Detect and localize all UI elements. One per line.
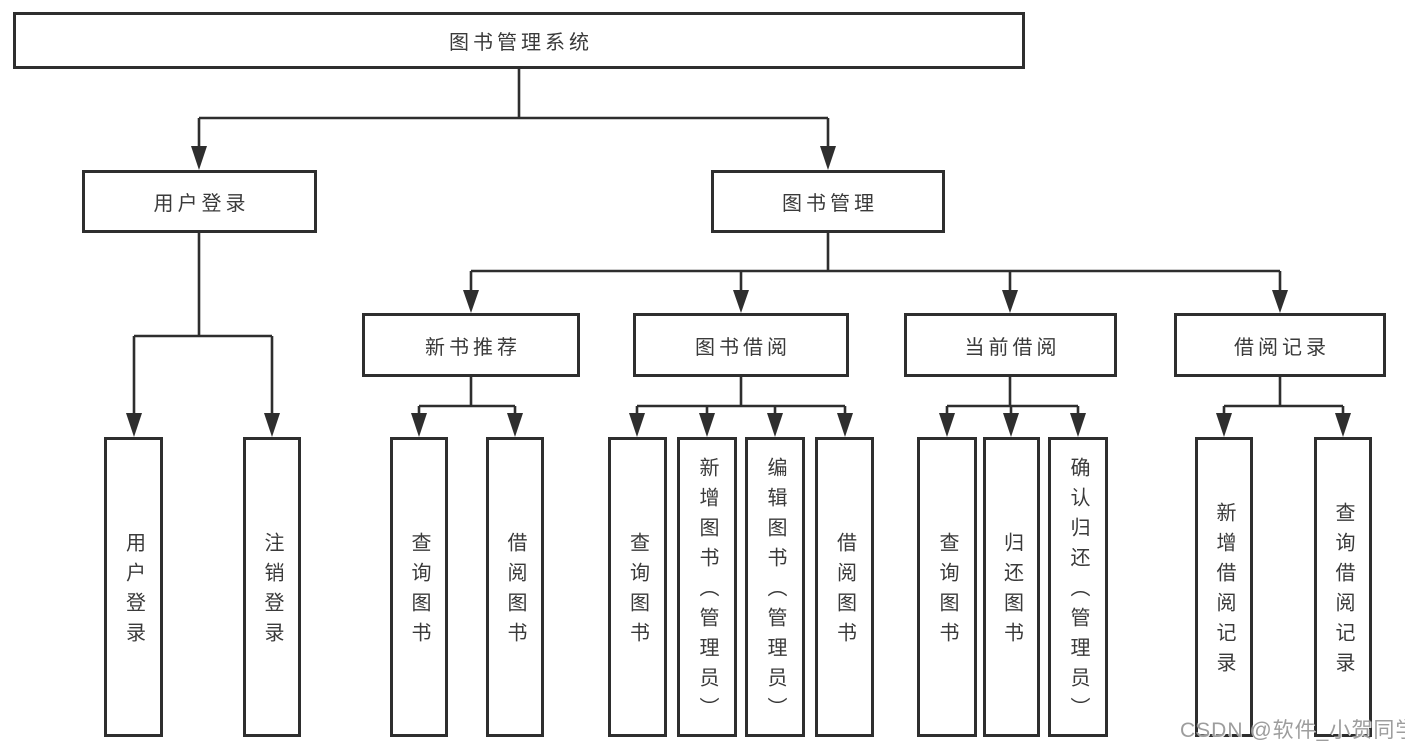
node-book-management: 图书管理 <box>711 170 945 233</box>
node-root: 图书管理系统 <box>13 12 1025 69</box>
node-book-borrowing-label: 图书借阅 <box>695 336 791 359</box>
leaf-user-login-label: 用户登录 <box>122 532 145 652</box>
leaf-nbr-borrow-books: 借阅图书 <box>486 437 544 737</box>
leaf-cb-return-books: 归还图书 <box>983 437 1040 737</box>
leaf-br-query-record-label: 查询借阅记录 <box>1332 502 1354 682</box>
leaf-nbr-query-books-label: 查询图书 <box>408 532 430 652</box>
node-current-borrowing: 当前借阅 <box>904 313 1117 377</box>
node-current-borrowing-label: 当前借阅 <box>964 336 1061 359</box>
leaf-bb-query-books-label: 查询图书 <box>626 532 649 652</box>
leaf-bb-query-books: 查询图书 <box>608 437 667 737</box>
leaf-cb-query-books: 查询图书 <box>917 437 977 737</box>
watermark: CSDN @软件_小贺同学 <box>1180 719 1405 742</box>
leaf-bb-edit-books-admin-label: 编辑图书（管理员） <box>764 457 786 727</box>
leaf-bb-borrow-books-label: 借阅图书 <box>833 532 856 652</box>
leaf-bb-add-books-admin-label: 新增图书（管理员） <box>696 457 718 727</box>
leaf-logout: 注销登录 <box>243 437 301 737</box>
leaf-bb-add-books-admin: 新增图书（管理员） <box>677 437 737 737</box>
leaf-cb-confirm-return-admin: 确认归还（管理员） <box>1048 437 1108 737</box>
leaf-bb-edit-books-admin: 编辑图书（管理员） <box>745 437 805 737</box>
leaf-cb-confirm-return-admin-label: 确认归还（管理员） <box>1067 457 1089 727</box>
node-book-borrowing: 图书借阅 <box>633 313 849 377</box>
node-user-login: 用户登录 <box>82 170 317 233</box>
leaf-nbr-query-books: 查询图书 <box>390 437 448 737</box>
leaf-cb-return-books-label: 归还图书 <box>1000 532 1023 652</box>
leaf-bb-borrow-books: 借阅图书 <box>815 437 874 737</box>
leaf-br-add-record-label: 新增借阅记录 <box>1213 502 1235 682</box>
leaf-br-query-record: 查询借阅记录 <box>1314 437 1372 737</box>
node-user-login-label: 用户登录 <box>153 193 250 215</box>
leaf-br-add-record: 新增借阅记录 <box>1195 437 1253 737</box>
leaf-cb-query-books-label: 查询图书 <box>936 532 958 652</box>
leaf-logout-label: 注销登录 <box>261 532 283 652</box>
leaf-user-login: 用户登录 <box>104 437 163 737</box>
node-borrowing-records-label: 借阅记录 <box>1234 336 1330 359</box>
node-new-book-recommend: 新书推荐 <box>362 313 580 377</box>
node-borrowing-records: 借阅记录 <box>1174 313 1386 377</box>
leaf-nbr-borrow-books-label: 借阅图书 <box>504 532 526 652</box>
node-new-book-recommend-label: 新书推荐 <box>425 336 521 359</box>
node-book-management-label: 图书管理 <box>782 193 878 215</box>
node-root-label: 图书管理系统 <box>449 32 593 54</box>
